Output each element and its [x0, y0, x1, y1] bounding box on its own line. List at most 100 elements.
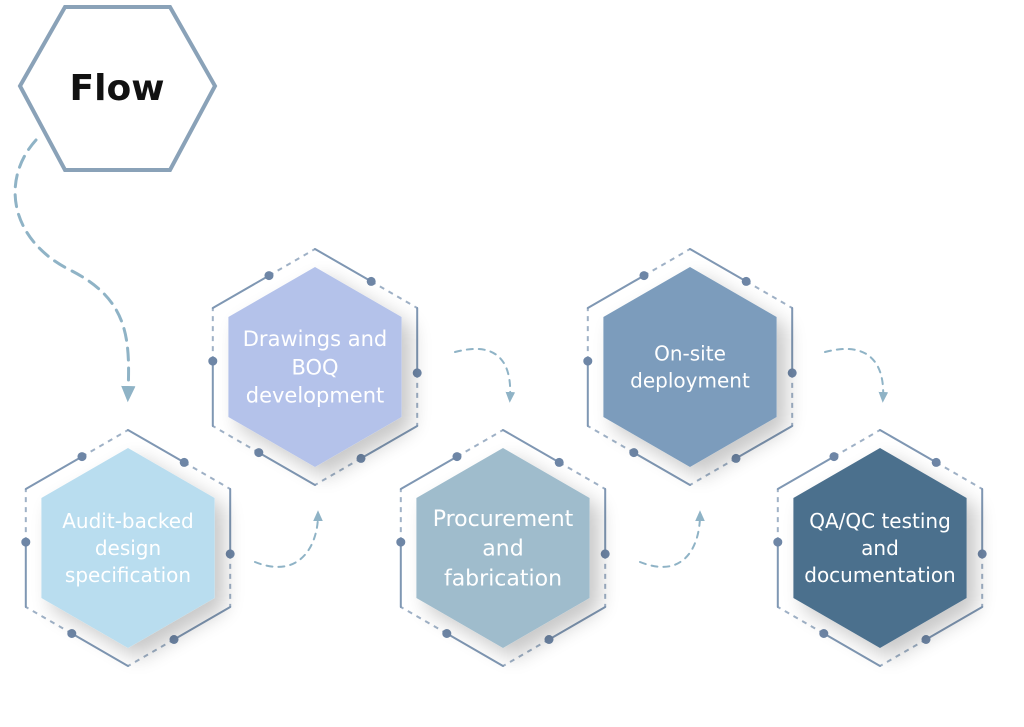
step-2-frame — [208, 248, 422, 486]
step-label-line: documentation — [804, 563, 955, 587]
step-5-label: QA/QC testing and documentation — [804, 509, 955, 587]
frame-segment — [314, 248, 373, 283]
step-label-line: BOQ — [291, 355, 338, 379]
frame-segment — [632, 451, 691, 486]
step-2-hexagon — [228, 267, 402, 467]
step-1-label: Audit-backed design specification — [62, 509, 193, 587]
frame-dot — [554, 457, 564, 467]
frame-segment-dashed — [502, 638, 550, 667]
step-label-line: Audit-backed — [62, 509, 193, 533]
step-4-hexagon — [603, 267, 777, 467]
frame-dot — [452, 452, 462, 462]
frame-segment — [776, 455, 835, 490]
connector-step-4-to-step-5 — [824, 347, 889, 403]
frame-segment-dashed — [268, 248, 316, 277]
step-1-hexagon — [41, 448, 215, 648]
frame-dot — [741, 276, 751, 286]
frame-dot — [412, 368, 422, 378]
frame-segment — [822, 632, 881, 667]
frame-segment — [127, 429, 186, 464]
step-label-line: and — [861, 536, 899, 560]
frame-segment-dashed — [935, 461, 983, 490]
step-1-frame — [21, 429, 235, 667]
frame-dot — [442, 629, 452, 638]
frame-dot — [67, 629, 77, 638]
frame-segment-dashed — [879, 638, 927, 667]
frame-dot — [600, 549, 610, 559]
frame-segment — [502, 429, 561, 464]
frame-dot — [366, 276, 376, 286]
frame-dot — [208, 356, 218, 366]
step-5-frame — [773, 429, 987, 667]
step-3-hexagon — [416, 448, 590, 648]
frame-segment-dashed — [127, 638, 175, 667]
frame-segment-dashed — [25, 606, 73, 635]
frame-dot — [225, 549, 235, 559]
connector-step-1-to-step-2 — [254, 510, 323, 568]
frame-segment — [735, 425, 794, 460]
frame-dot — [21, 537, 31, 547]
frame-segment-dashed — [833, 429, 881, 458]
frame-segment-dashed — [212, 425, 260, 454]
frame-segment-dashed — [745, 280, 793, 309]
step-label-line: On-site — [654, 342, 726, 366]
frame-dot — [583, 356, 593, 366]
frame-segment-dashed — [643, 248, 691, 277]
step-label-line: Procurement — [433, 507, 574, 532]
frame-dot — [819, 629, 829, 638]
connector-step-3-to-step-4 — [639, 510, 705, 568]
step-label-line: and — [482, 537, 523, 562]
frame-segment-dashed — [587, 425, 635, 454]
frame-dot — [629, 448, 639, 458]
frame-segment-dashed — [370, 280, 418, 309]
step-5-hexagon — [793, 448, 967, 648]
step-label-line: design — [95, 536, 161, 560]
frame-segment-dashed — [183, 461, 231, 490]
connectors — [13, 138, 889, 568]
frame-dot — [264, 271, 274, 281]
diagram-title: Flow — [70, 68, 165, 109]
frame-segment — [399, 455, 458, 490]
frame-segment-dashed — [400, 606, 448, 635]
step-label-line: development — [246, 384, 385, 408]
frame-segment — [586, 274, 645, 309]
frame-segment — [879, 429, 938, 464]
connector-title-to-step-1 — [13, 138, 136, 403]
frame-segment — [548, 606, 607, 641]
frame-segment — [689, 248, 748, 283]
frame-segment — [24, 455, 83, 490]
frame-segment-dashed — [81, 429, 129, 458]
frame-dot — [544, 635, 554, 644]
frame-segment-dashed — [558, 461, 606, 490]
frame-dot — [773, 537, 783, 547]
step-4: On-site deployment — [583, 248, 797, 486]
step-label-line: QA/QC testing — [809, 509, 951, 533]
frame-segment-dashed — [777, 606, 825, 635]
frame-segment — [70, 632, 129, 667]
frame-segment — [211, 274, 270, 309]
frame-dot — [169, 635, 179, 644]
frame-dot — [787, 368, 797, 378]
step-4-frame — [583, 248, 797, 486]
frame-dot — [77, 452, 87, 462]
frame-dot — [254, 448, 264, 458]
frame-segment — [360, 425, 419, 460]
steps: Audit-backed design specification Drawings … — [21, 248, 987, 667]
title-hexagon: Flow — [17, 5, 218, 172]
step-label-line: specification — [65, 563, 191, 587]
step-label-line: Drawings and — [243, 327, 387, 351]
step-1: Audit-backed design specification — [21, 429, 235, 667]
step-label-line: deployment — [630, 369, 750, 393]
frame-segment-dashed — [689, 457, 737, 486]
frame-segment — [445, 632, 504, 667]
frame-dot — [931, 457, 941, 467]
frame-segment — [925, 606, 984, 641]
frame-dot — [639, 271, 649, 281]
step-4-label: On-site deployment — [630, 342, 750, 393]
title-hexagon-outline — [17, 5, 218, 172]
